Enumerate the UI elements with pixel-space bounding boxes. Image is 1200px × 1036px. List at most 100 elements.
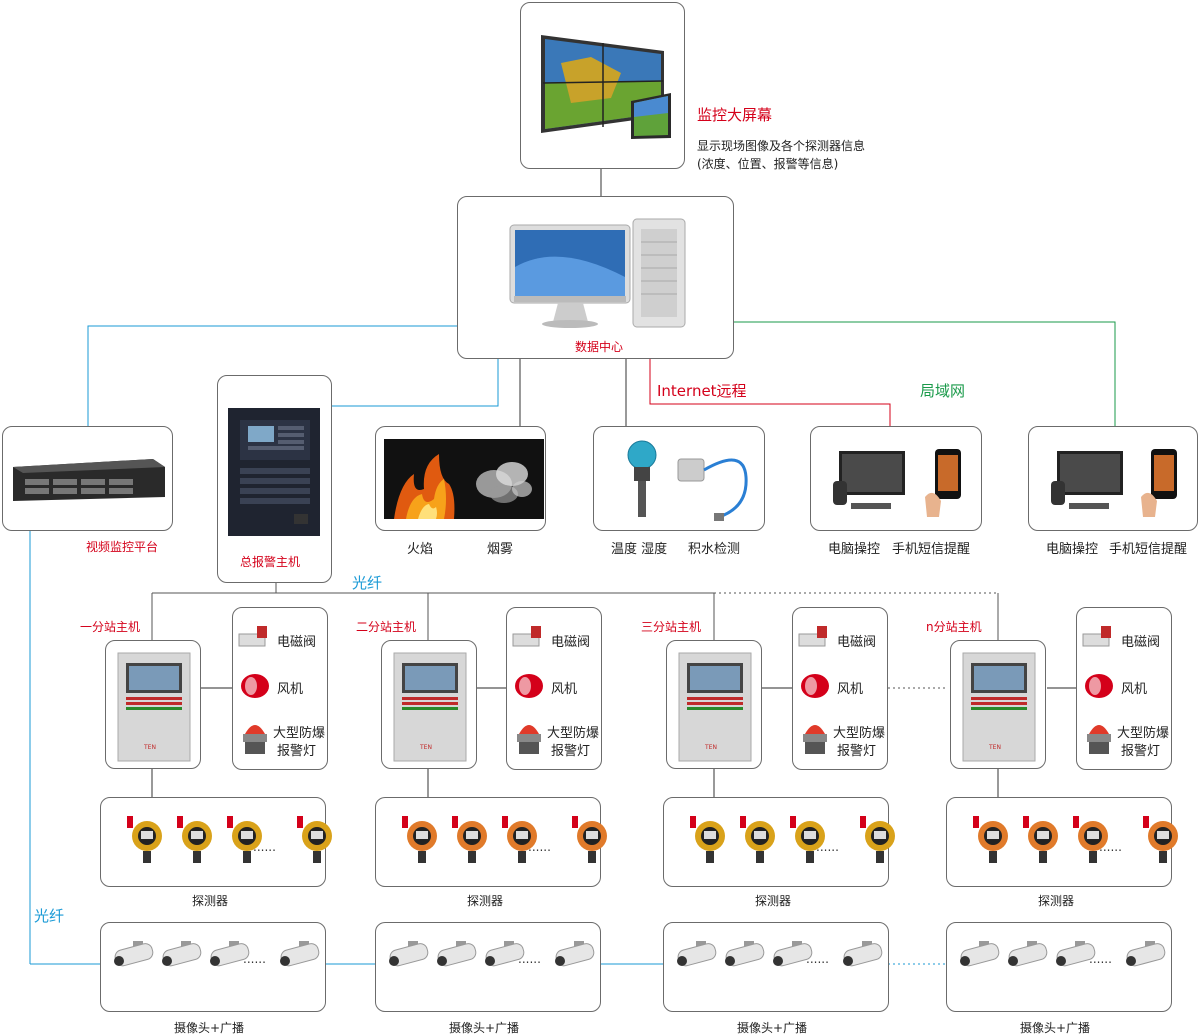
video-platform-box <box>2 426 173 531</box>
gas-detector-icon <box>297 816 332 863</box>
detector-label-1: 探测器 <box>192 894 229 908</box>
water-detector-icon <box>677 458 748 521</box>
data-center-label: 数据中心 <box>575 340 624 354</box>
detector-box-2: ...... <box>375 797 607 887</box>
svg-text:......: ...... <box>243 952 266 966</box>
fiber-label-top: 光纤 <box>352 574 383 592</box>
camera-icon <box>960 941 1000 967</box>
pc-control-label-1: 电脑操控 <box>828 542 881 557</box>
detector-box-4: ...... <box>946 797 1178 887</box>
detector-box-1: ...... <box>100 797 332 887</box>
camera-group: ...... <box>389 941 595 967</box>
svg-text:TEN: TEN <box>704 744 717 751</box>
station-host-box-1: TEN <box>105 640 201 769</box>
fire-label: 火焰 <box>407 542 434 557</box>
alarm-host-box: 总报警主机 <box>217 375 332 583</box>
camera-icon <box>210 941 250 967</box>
monitor-wall-title: 监控大屏幕 <box>697 106 773 124</box>
server-rack-icon <box>13 459 165 501</box>
gas-detector-icon <box>502 816 537 863</box>
camera-box-4: ...... <box>946 922 1172 1012</box>
camera-icon <box>1008 941 1048 967</box>
svg-text:......: ...... <box>806 952 829 966</box>
lamp-label-1: 大型防爆 <box>547 726 600 741</box>
station-panel-icon: TEN <box>962 652 1036 762</box>
lan-link-label: 局域网 <box>920 382 966 400</box>
phone-icon-2 <box>1141 449 1177 517</box>
pc-icon <box>833 451 905 509</box>
lamp-label-2: 报警灯 <box>837 744 877 759</box>
lamp-label-2: 报警灯 <box>1121 744 1161 759</box>
svg-text:TEN: TEN <box>143 744 156 751</box>
camera-icon <box>677 941 717 967</box>
pc-control-label-2: 电脑操控 <box>1046 542 1099 557</box>
pc-icon-2 <box>1051 451 1123 509</box>
computer-icon <box>509 218 686 328</box>
svg-text:......: ...... <box>528 840 551 854</box>
fan-label: 风机 <box>1121 682 1148 697</box>
svg-text:TEN: TEN <box>988 744 1001 751</box>
gas-detector-icon <box>1143 816 1178 863</box>
internet-link-label: Internet远程 <box>657 382 747 400</box>
station-host-box-3: TEN <box>666 640 762 769</box>
svg-text:......: ...... <box>1089 952 1112 966</box>
camera-label-4: 摄像头+广播 <box>1020 1021 1091 1035</box>
camera-icon <box>1126 941 1166 967</box>
data-center-box: 数据中心 <box>457 196 734 359</box>
station-name-1: 一分站主机 <box>80 620 141 634</box>
svg-text:......: ...... <box>253 840 276 854</box>
water-detect-label: 积水检测 <box>688 542 741 557</box>
gas-detector-icon <box>127 816 162 863</box>
svg-text:......: ...... <box>816 840 839 854</box>
camera-icon <box>773 941 813 967</box>
gas-detector-icon <box>790 816 825 863</box>
camera-icon <box>389 941 429 967</box>
gas-detector-icon <box>690 816 725 863</box>
gas-detector-icon <box>1073 816 1108 863</box>
camera-icon <box>1056 941 1096 967</box>
smoke-label: 烟雾 <box>487 542 514 557</box>
svg-text:......: ...... <box>518 952 541 966</box>
station-actuators-box-1: 电磁阀 风机 大型防爆 报警灯 <box>232 607 328 770</box>
valve-label: 电磁阀 <box>277 635 317 650</box>
video-platform-label: 视频监控平台 <box>86 540 159 554</box>
station-name-4: n分站主机 <box>926 620 982 634</box>
alarm-lamp-icon <box>803 725 827 754</box>
phone-icon <box>925 449 961 517</box>
alarm-lamp-icon <box>517 725 541 754</box>
valve-label: 电磁阀 <box>837 635 877 650</box>
gas-detector-icon <box>452 816 487 863</box>
lamp-label-2: 报警灯 <box>277 744 317 759</box>
camera-icon <box>725 941 765 967</box>
monitor-wall-desc: 显示现场图像及各个探测器信息 (浓度、位置、报警等信息) <box>697 137 865 173</box>
detector-group: ...... <box>127 816 332 863</box>
gas-detector-icon <box>402 816 437 863</box>
station-panel-icon: TEN <box>393 652 467 762</box>
camera-icon <box>555 941 595 967</box>
fan-label: 风机 <box>837 682 864 697</box>
lamp-label-1: 大型防爆 <box>1117 726 1170 741</box>
fan-label: 风机 <box>277 682 304 697</box>
camera-icon <box>280 941 320 967</box>
fan-icon <box>1085 674 1113 698</box>
detector-label-2: 探测器 <box>467 894 504 908</box>
fiber-label-left: 光纤 <box>34 907 65 925</box>
svg-text:TEN: TEN <box>419 744 432 751</box>
camera-box-1: ...... <box>100 922 326 1012</box>
detector-group: ...... <box>973 816 1178 863</box>
station-host-box-2: TEN <box>381 640 477 769</box>
detector-label-4: 探测器 <box>1038 894 1075 908</box>
station-actuators-box-3: 电磁阀 风机 大型防爆 报警灯 <box>792 607 888 770</box>
station-actuators-box-2: 电磁阀 风机 大型防爆 报警灯 <box>506 607 602 770</box>
alarm-lamp-icon <box>1087 725 1111 754</box>
sms-alert-label-2: 手机短信提醒 <box>1109 542 1188 557</box>
gas-detector-icon <box>227 816 262 863</box>
camera-label-1: 摄像头+广播 <box>174 1021 245 1035</box>
fan-label: 风机 <box>551 682 578 697</box>
station-actuators-box-4: 电磁阀 风机 大型防爆 报警灯 <box>1076 607 1172 770</box>
detector-label-3: 探测器 <box>755 894 792 908</box>
alarm-host-label: 总报警主机 <box>240 555 301 569</box>
smoke-image <box>464 439 544 519</box>
lamp-label-1: 大型防爆 <box>833 726 886 741</box>
valve-label: 电磁阀 <box>551 635 591 650</box>
